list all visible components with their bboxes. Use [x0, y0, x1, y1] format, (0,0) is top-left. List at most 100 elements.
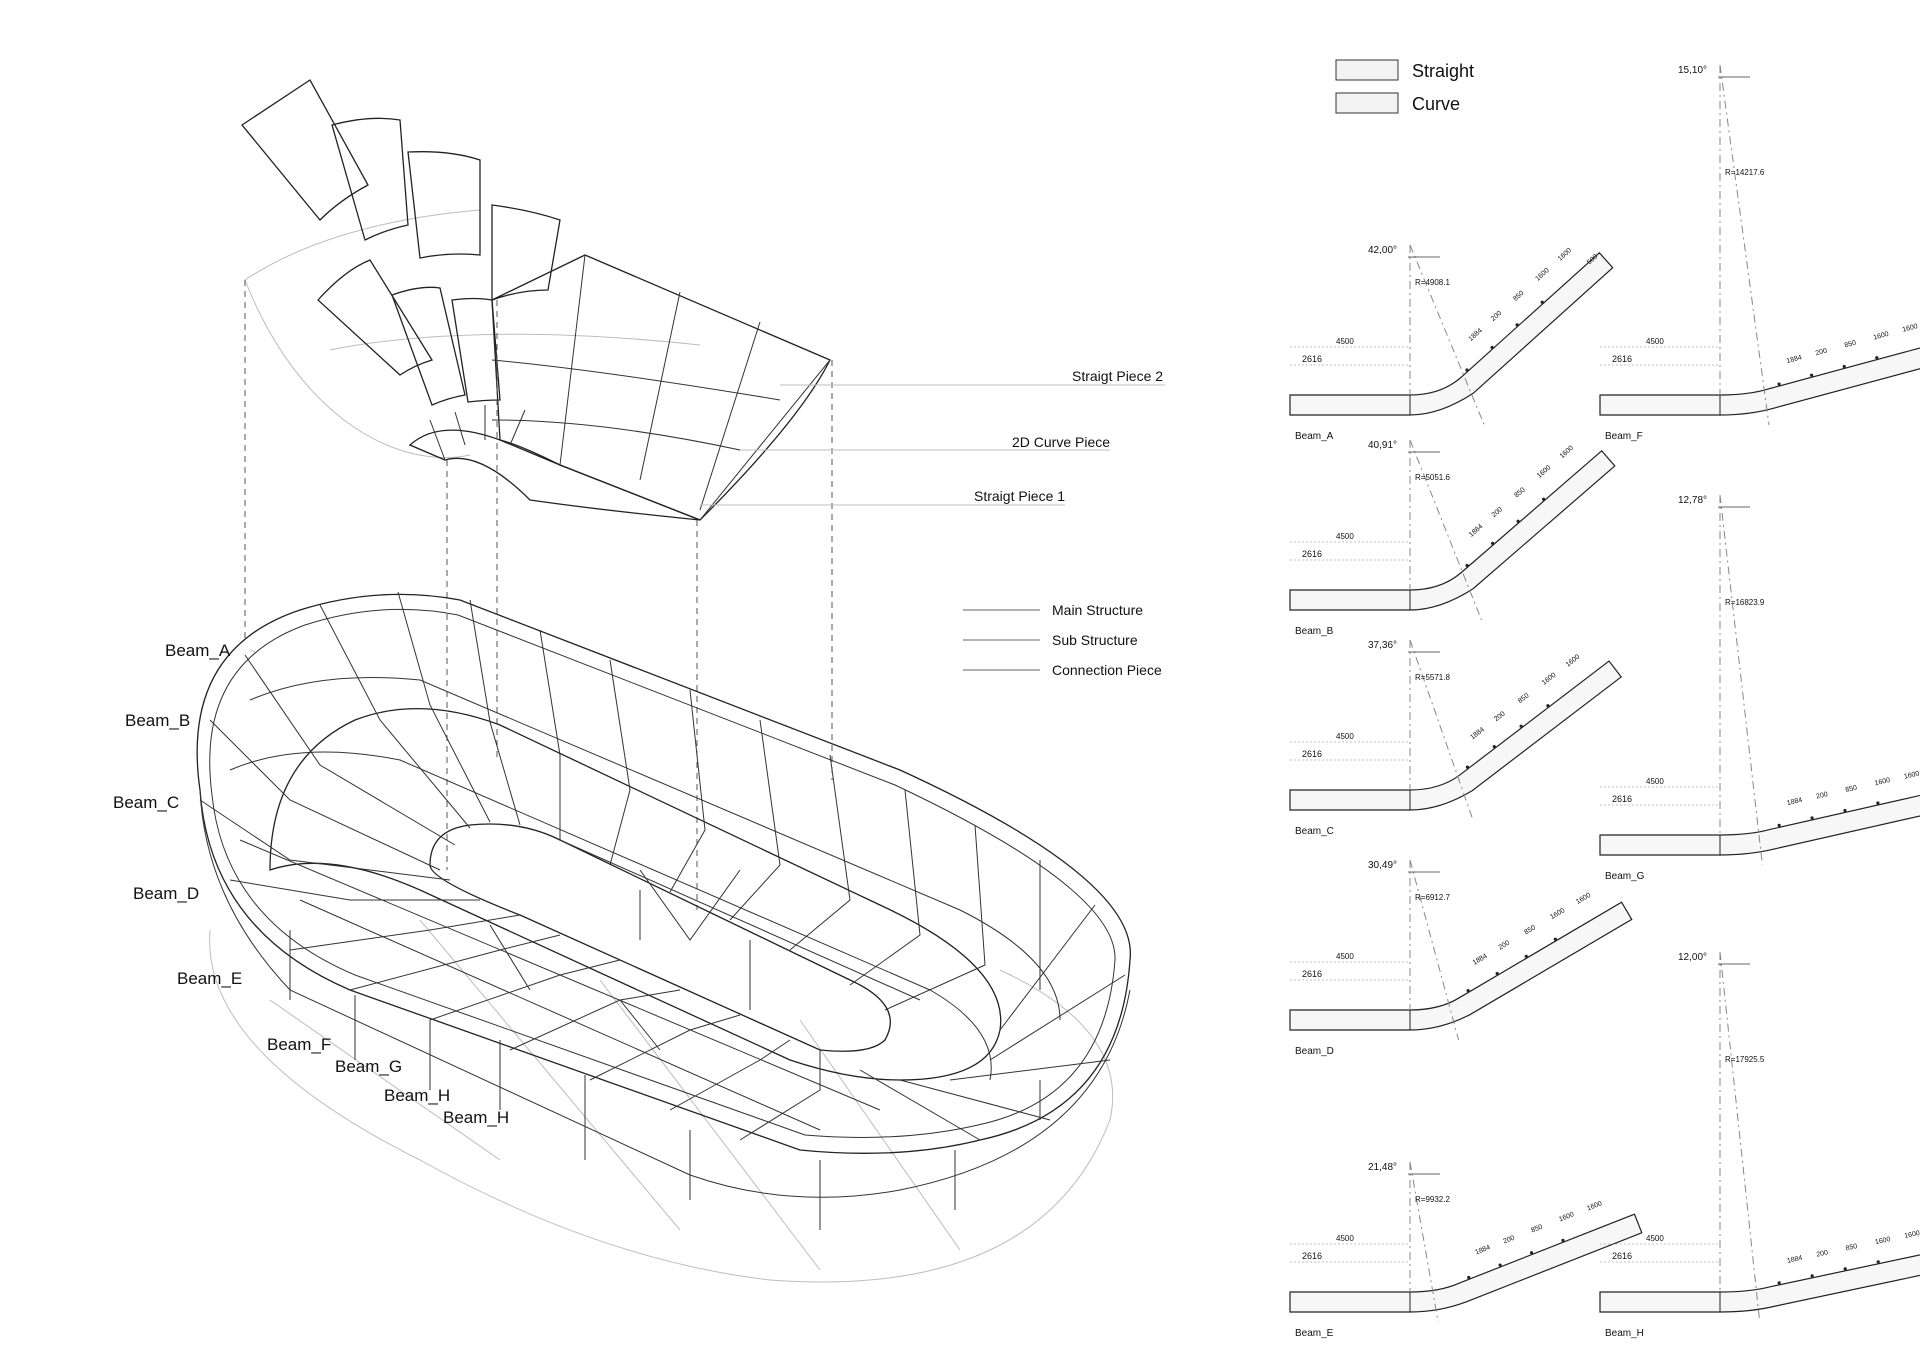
radial-ribs — [199, 591, 1126, 1141]
bolt-marker — [1467, 1275, 1471, 1280]
beam-labels: Beam_A Beam_B Beam_C Beam_D Beam_E Beam_… — [113, 641, 509, 1127]
ground-grid — [269, 919, 961, 1271]
angle-guide — [1719, 494, 1763, 866]
beam-detail-beam-g: 12,78°R=16823.92616450018842008501600160… — [1599, 494, 1920, 882]
bolt-marker — [1492, 745, 1496, 749]
straight-length-label: 2616 — [1612, 794, 1632, 804]
curve-dim-label: 1600 — [1586, 1200, 1603, 1212]
curve-dim-label: 200 — [1815, 347, 1828, 357]
beam-label-a: Beam_A — [165, 641, 231, 660]
curve-piece-ribs — [429, 405, 526, 461]
connection-braces — [489, 869, 741, 1051]
outer-ring-inner-edge — [209, 608, 1116, 1138]
curve-dim-label: 850 — [1530, 1224, 1544, 1235]
straight-length-label: 2616 — [1302, 969, 1322, 979]
curve-dim-label: 1600 — [1904, 1230, 1920, 1240]
beam-label-e: Beam_E — [177, 969, 242, 988]
straight-length-label: 2616 — [1612, 354, 1632, 364]
angle-guide — [1719, 64, 1770, 426]
angle-guide — [1409, 244, 1485, 426]
curve-dim-label: 200 — [1498, 940, 1512, 952]
beam-detail-name: Beam_B — [1295, 626, 1334, 637]
curve-dim-label: 1600 — [1874, 777, 1891, 787]
angle-label: 37,36° — [1368, 640, 1397, 651]
bolt-marker — [1490, 541, 1495, 545]
bolt-marker — [1777, 1281, 1781, 1285]
straight-length-label: 2616 — [1302, 1251, 1322, 1261]
bolt-marker — [1529, 1251, 1534, 1255]
longitudinal-beams — [229, 677, 1061, 1131]
total-length-label: 4500 — [1336, 337, 1354, 346]
bolt-marker — [1465, 765, 1470, 769]
curve-dim-label: 1600 — [1559, 445, 1575, 461]
bolt-marker — [1465, 368, 1469, 372]
straight-legend-label: Straight — [1412, 61, 1474, 81]
beam-detail-name: Beam_G — [1605, 871, 1645, 882]
curve-dim-label: 1600 — [1873, 331, 1890, 342]
radius-label: R=16823.9 — [1725, 598, 1765, 607]
beam-label-f: Beam_F — [267, 1035, 331, 1054]
radius-label: R=9932.2 — [1415, 1195, 1450, 1204]
beam-label-d: Beam_D — [133, 884, 199, 903]
bolt-marker — [1876, 801, 1880, 805]
curve-dim-label: 1600 — [1575, 892, 1592, 906]
bolt-marker — [1542, 497, 1546, 501]
beam-detail-beam-h: 12,00°R=17925.52616450018842008501600160… — [1599, 951, 1920, 1339]
curve-dim-label: 1884 — [1472, 953, 1489, 967]
bolt-marker — [1553, 937, 1557, 941]
guide-arc — [329, 333, 701, 351]
beam-detail-beam-f: 15,10°R=14217.62616450018842008501600160… — [1599, 64, 1920, 442]
radius-label: R=14217.6 — [1725, 168, 1765, 177]
straight-length-label: 2616 — [1612, 1251, 1632, 1261]
curve-dim-label: 1600 — [1557, 247, 1573, 263]
curve-dim-label: 850 — [1844, 340, 1857, 350]
bolt-marker — [1498, 1263, 1502, 1267]
radius-label: R=5051.6 — [1415, 473, 1450, 482]
straight-piece-2-label: Straigt Piece 2 — [1072, 368, 1163, 384]
bolt-marker — [1466, 988, 1470, 993]
beam-label-b: Beam_B — [125, 711, 190, 730]
bolt-marker — [1843, 808, 1847, 813]
curve-dim-label: 850 — [1517, 692, 1531, 705]
curve-dim-label: 1600 — [1536, 464, 1552, 480]
total-length-label: 4500 — [1646, 777, 1664, 786]
curve-dim-label: 850 — [1513, 486, 1526, 499]
bolt-marker — [1810, 1274, 1814, 1278]
beam-shape — [1289, 901, 1633, 1031]
angle-label: 21,48° — [1368, 1162, 1397, 1173]
curve-dim-label: 1600 — [1558, 1211, 1575, 1223]
ground-outline — [209, 929, 1114, 1283]
bolt-marker — [1843, 1267, 1847, 1271]
bolt-marker — [1842, 364, 1846, 369]
curve-dim-label: 1600 — [1541, 672, 1558, 687]
straight-length-label: 2616 — [1302, 549, 1322, 559]
bolt-marker — [1875, 356, 1879, 360]
straight-length-label: 2616 — [1302, 354, 1322, 364]
bolt-marker — [1516, 519, 1520, 523]
curve-piece-panel — [408, 429, 701, 521]
curve-dim-label: 1884 — [1468, 327, 1484, 343]
total-length-label: 4500 — [1336, 532, 1354, 541]
curve-dim-label: 850 — [1845, 784, 1858, 793]
straight-length-label: 2616 — [1302, 749, 1322, 759]
curve-dim-label: 1600 — [1903, 770, 1920, 780]
curve-dim-label: 200 — [1491, 506, 1504, 519]
material-legend: Straight Curve — [1335, 59, 1474, 114]
bolt-marker — [1810, 816, 1814, 820]
angle-guide — [1409, 639, 1474, 821]
total-length-label: 4500 — [1336, 952, 1354, 961]
panel-ribs — [491, 359, 781, 451]
beam-detail-name: Beam_E — [1295, 1328, 1334, 1339]
beam-detail-name: Beam_H — [1605, 1328, 1644, 1339]
isometric-structure — [196, 591, 1132, 1283]
bolt-marker — [1465, 563, 1469, 568]
total-length-label: 4500 — [1336, 732, 1354, 741]
projection-lines — [244, 280, 833, 910]
beam-shape — [1289, 660, 1623, 811]
middle-ring — [269, 707, 1002, 1081]
piece-callouts: Straigt Piece 2 2D Curve Piece Straigt P… — [700, 368, 1165, 506]
bolt-marker — [1561, 1238, 1565, 1242]
